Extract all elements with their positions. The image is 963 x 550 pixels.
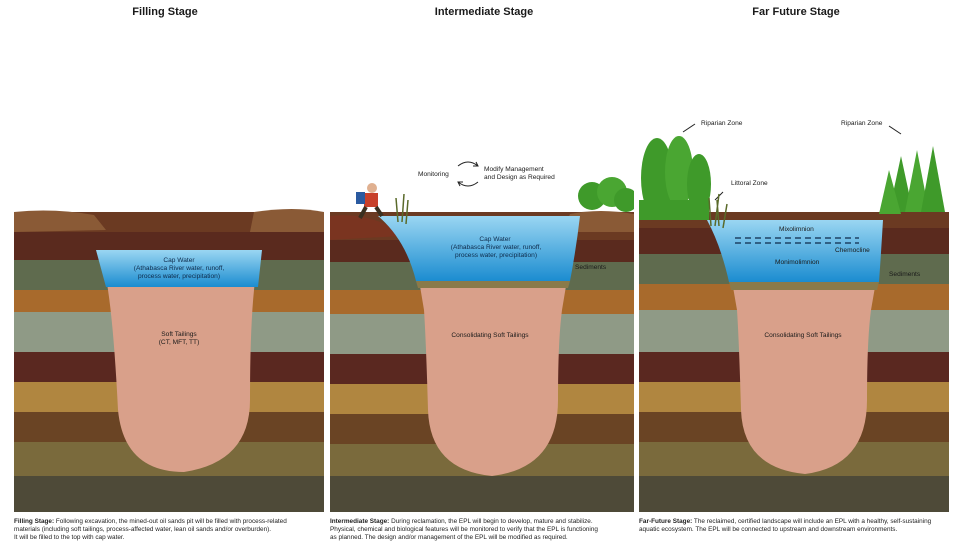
consolidating-tailings: [733, 287, 875, 474]
cap-water-label: Cap Water: [124, 257, 234, 265]
filling-stage-panel: Cap Water (Athabasca River water, runoff…: [14, 0, 324, 550]
caption-line: The reclaimed, certified landscape will …: [692, 518, 931, 525]
intermediate-stage-caption: Intermediate Stage: During reclamation, …: [330, 518, 636, 542]
caption-line: It will be filled to the top with cap wa…: [14, 534, 124, 541]
caption-line: aquatic ecosystem. The EPL will be conne…: [639, 526, 897, 533]
chemocline-label: Chemocline: [835, 247, 870, 255]
monimolimnion-label: Monimolimnion: [775, 259, 819, 267]
caption-line: Following excavation, the mined-out oil …: [54, 518, 287, 525]
mixolimnion-label: Mixolimnion: [779, 226, 814, 234]
riparian-trees-right: [879, 146, 945, 214]
caption-line: Physical, chemical and biological featur…: [330, 526, 598, 533]
caption-lead: Intermediate Stage:: [330, 518, 389, 525]
consolidating-tailings-label: Consolidating Soft Tailings: [420, 332, 560, 340]
cap-water-detail-2: process water, precipitation): [426, 252, 566, 260]
cycle-arrow-icon: [458, 162, 478, 166]
consolidating-tailings: [420, 286, 566, 476]
filling-stage-caption: Filling Stage: Following excavation, the…: [14, 518, 326, 542]
sediments-label: Sediments: [575, 264, 606, 272]
sediment-layer: [729, 282, 879, 290]
riparian-zone-right-label: Riparian Zone: [841, 120, 882, 128]
intermediate-stage-cross-section: [330, 0, 634, 550]
modify-management-label-1: Modify Management: [484, 166, 544, 174]
caption-lead: Far-Future Stage:: [639, 518, 692, 525]
modify-management-label-2: and Design as Required: [484, 174, 555, 182]
consolidating-tailings-label: Consolidating Soft Tailings: [733, 332, 873, 340]
cap-water-detail-2: process water, precipitation): [114, 273, 244, 281]
littoral-zone-label: Littoral Zone: [731, 180, 768, 188]
caption-line: as planned. The design and/or management…: [330, 534, 568, 541]
riparian-zone-left-label: Riparian Zone: [701, 120, 742, 128]
cap-water-detail-1: (Athabasca River water, runoff,: [114, 265, 244, 273]
far-future-stage-caption: Far-Future Stage: The reclaimed, certifi…: [639, 518, 951, 534]
soft-tailings-detail: (CT, MFT, TT): [124, 339, 234, 347]
sediments-label: Sediments: [889, 271, 920, 279]
intermediate-stage-panel: Monitoring Modify Management and Design …: [330, 0, 634, 550]
soft-tailings-label: Soft Tailings: [124, 331, 234, 339]
caption-lead: Filling Stage:: [14, 518, 54, 525]
caption-line: materials (including soft tailings, proc…: [14, 526, 271, 533]
cap-water-label: Cap Water: [430, 236, 560, 244]
sediment-layer: [416, 281, 570, 288]
monitoring-label: Monitoring: [418, 171, 449, 179]
riparian-trees-left: [639, 136, 711, 220]
far-future-stage-panel: Riparian Zone Riparian Zone Littoral Zon…: [639, 0, 949, 550]
caption-line: During reclamation, the EPL will begin t…: [389, 518, 592, 525]
cap-water-detail-1: (Athabasca River water, runoff,: [426, 244, 566, 252]
